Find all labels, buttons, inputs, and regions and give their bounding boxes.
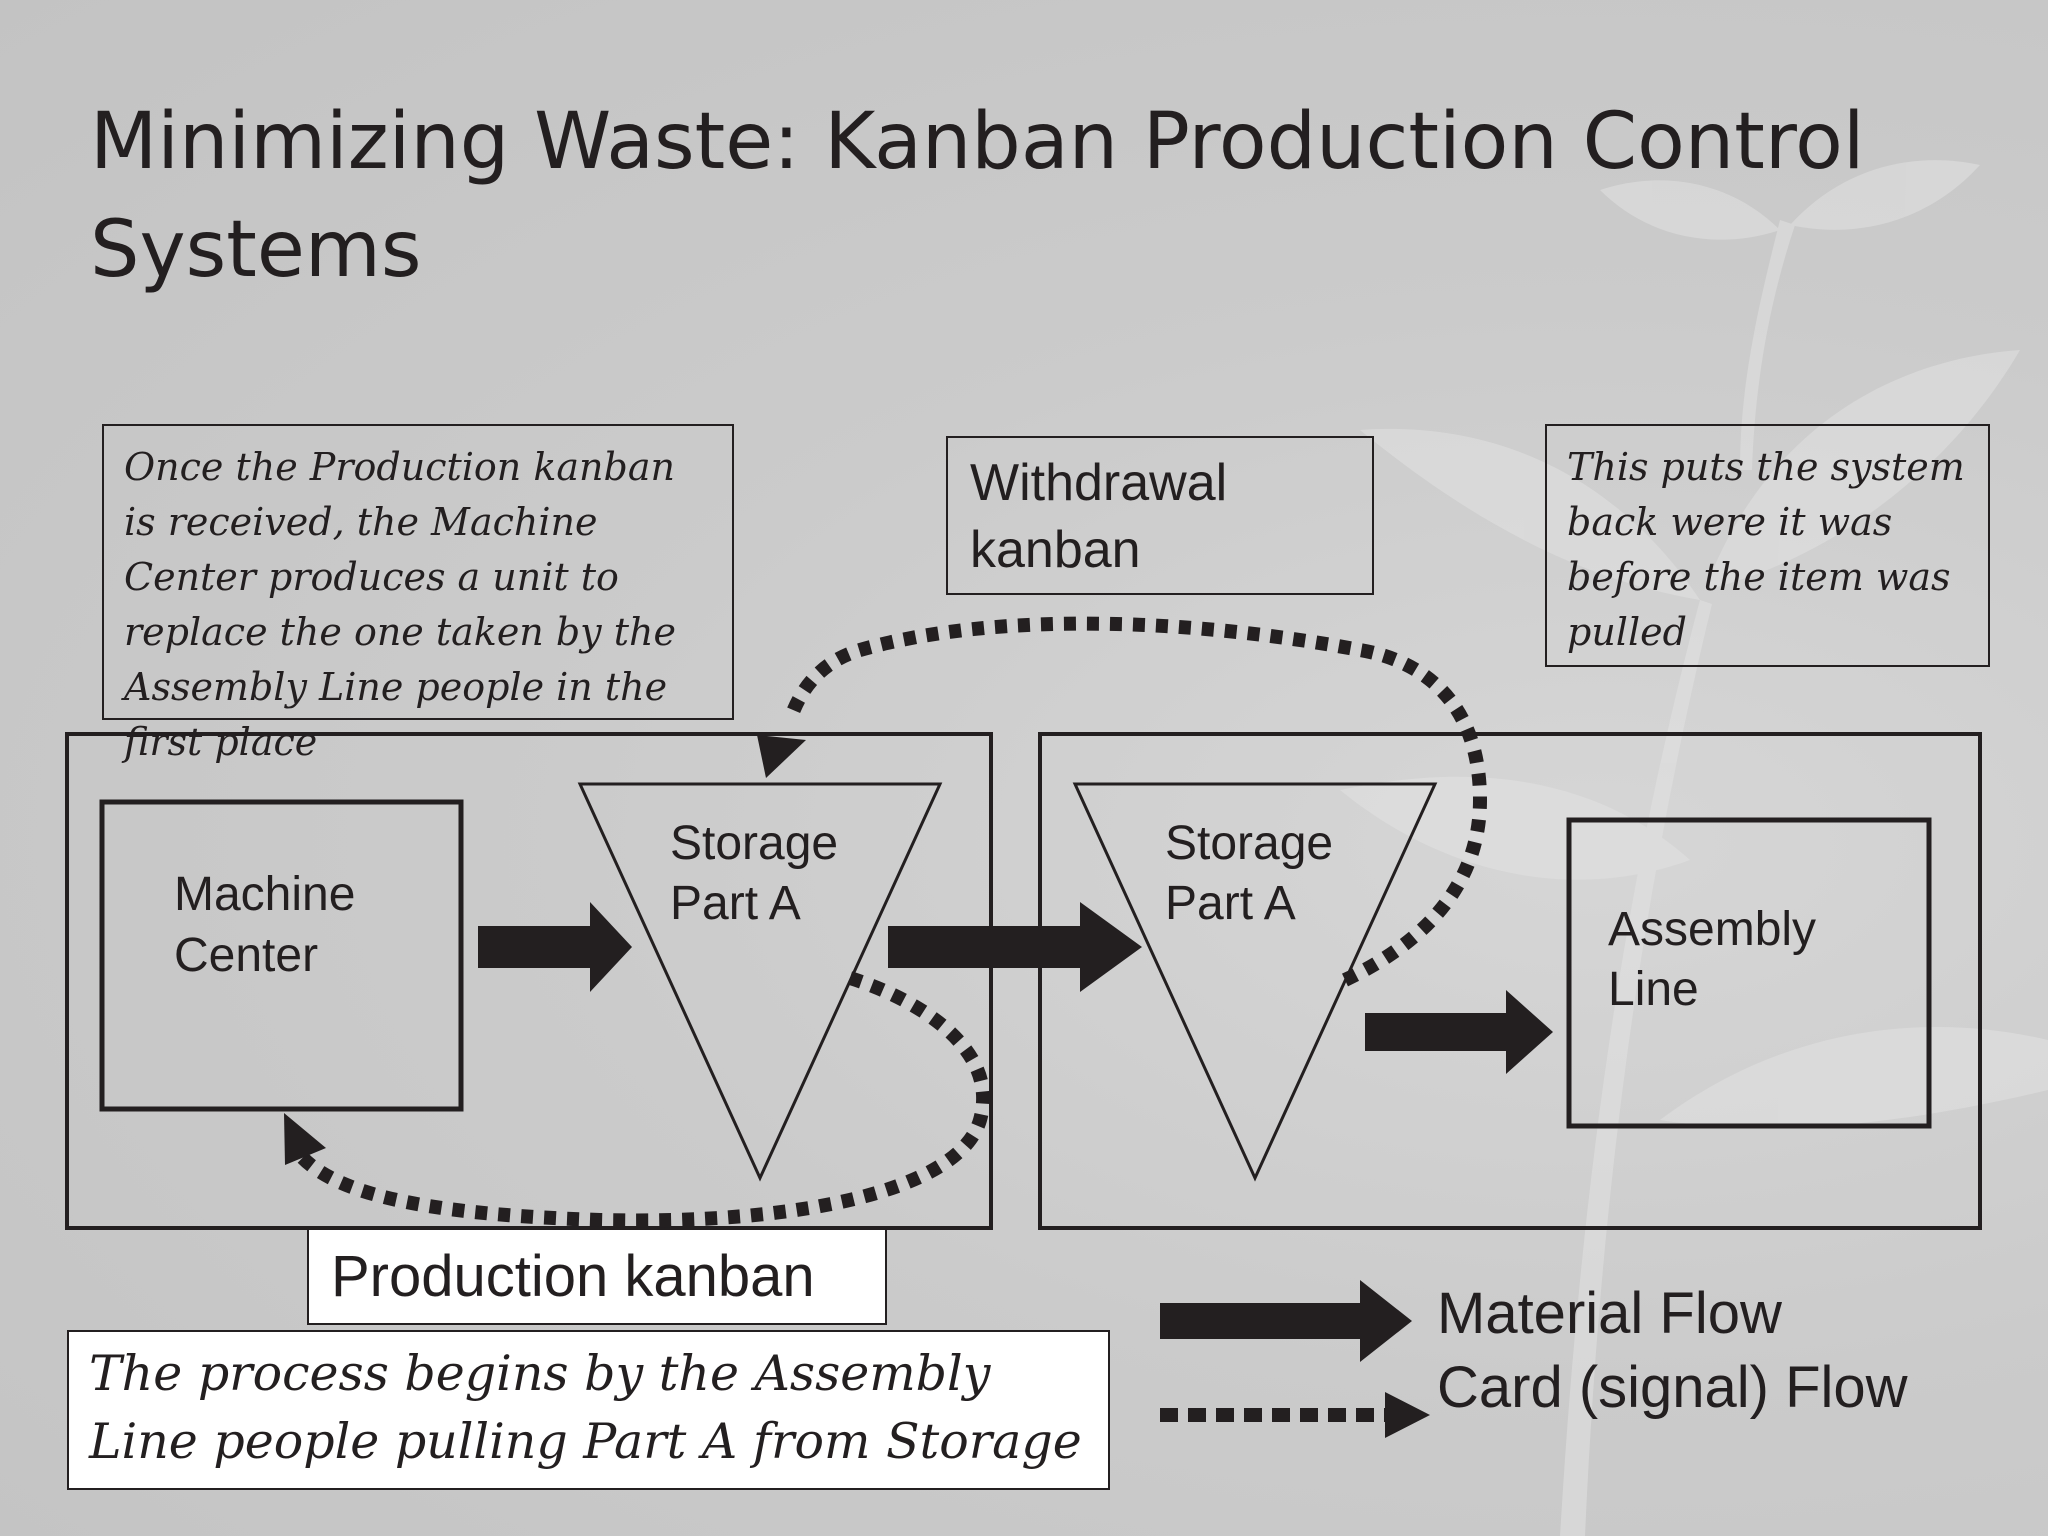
storage-right-label: Storage Part A	[1165, 817, 1334, 930]
withdrawal-card-flow	[783, 616, 1488, 987]
material-arrow-storage-to-storage	[888, 902, 1142, 992]
machine-center-label: Machine Center	[174, 868, 356, 982]
assembly-line-label: Assembly Line	[1608, 903, 1817, 1016]
withdrawal-kanban-label: Withdrawal kanban	[970, 454, 1228, 579]
production-card-arrowhead	[284, 1113, 326, 1165]
production-kanban-label: Production kanban	[331, 1244, 815, 1309]
process-note-box: The process begins by the Assembly Line …	[67, 1330, 1110, 1490]
slide-title: Minimizing Waste: Kanban Production Cont…	[90, 97, 1865, 295]
storage-left-label: Storage Part A	[670, 817, 839, 930]
production-kanban-box: Production kanban	[307, 1228, 887, 1325]
assembly-cell-container	[1038, 732, 1982, 1230]
legend-card-flow-arrowhead	[1385, 1392, 1430, 1438]
process-note-text: The process begins by the Assembly Line …	[89, 1345, 1082, 1470]
assembly-line-box	[1566, 817, 1932, 1129]
legend-material-flow-label: Material Flow	[1437, 1281, 1782, 1346]
production-card-flow	[294, 971, 991, 1228]
machine-center-box	[99, 799, 464, 1112]
storage-right-triangle	[1072, 782, 1438, 1182]
production-note-text: Once the Production kanban is received, …	[124, 445, 676, 764]
system-note-text: This puts the system back were it was be…	[1567, 445, 1965, 654]
legend-card-flow-label: Card (signal) Flow	[1437, 1355, 1908, 1420]
withdrawal-kanban-box: Withdrawal kanban	[946, 436, 1374, 595]
material-arrow-machine-to-storage	[478, 902, 632, 992]
production-note-box: Once the Production kanban is received, …	[102, 424, 734, 764]
system-note-box: This puts the system back were it was be…	[1545, 424, 1990, 667]
material-arrow-storage-to-assembly	[1365, 990, 1553, 1074]
legend-material-arrow	[1160, 1280, 1412, 1362]
withdrawal-card-arrowhead	[757, 735, 806, 778]
